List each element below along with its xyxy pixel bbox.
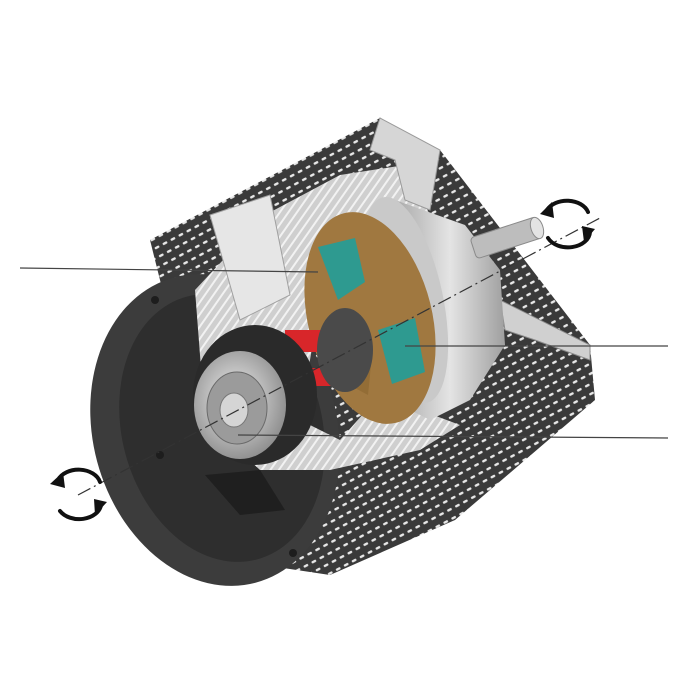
housing-cut-section — [369, 117, 441, 211]
magnet-segment — [318, 238, 365, 300]
magnet-segment — [378, 318, 425, 384]
rotation-axis-line — [77, 217, 601, 496]
output-shaft — [470, 216, 545, 259]
rotation-arrow-bottom-icon — [50, 467, 107, 522]
housing-cut-section-right — [499, 299, 591, 361]
leader-line-hub — [237, 434, 669, 439]
leader-line-rotor — [19, 267, 319, 273]
housing-inner-left-wall — [209, 194, 291, 321]
rotation-arrow-top-icon — [540, 198, 595, 250]
front-bearing-hub — [193, 325, 317, 515]
